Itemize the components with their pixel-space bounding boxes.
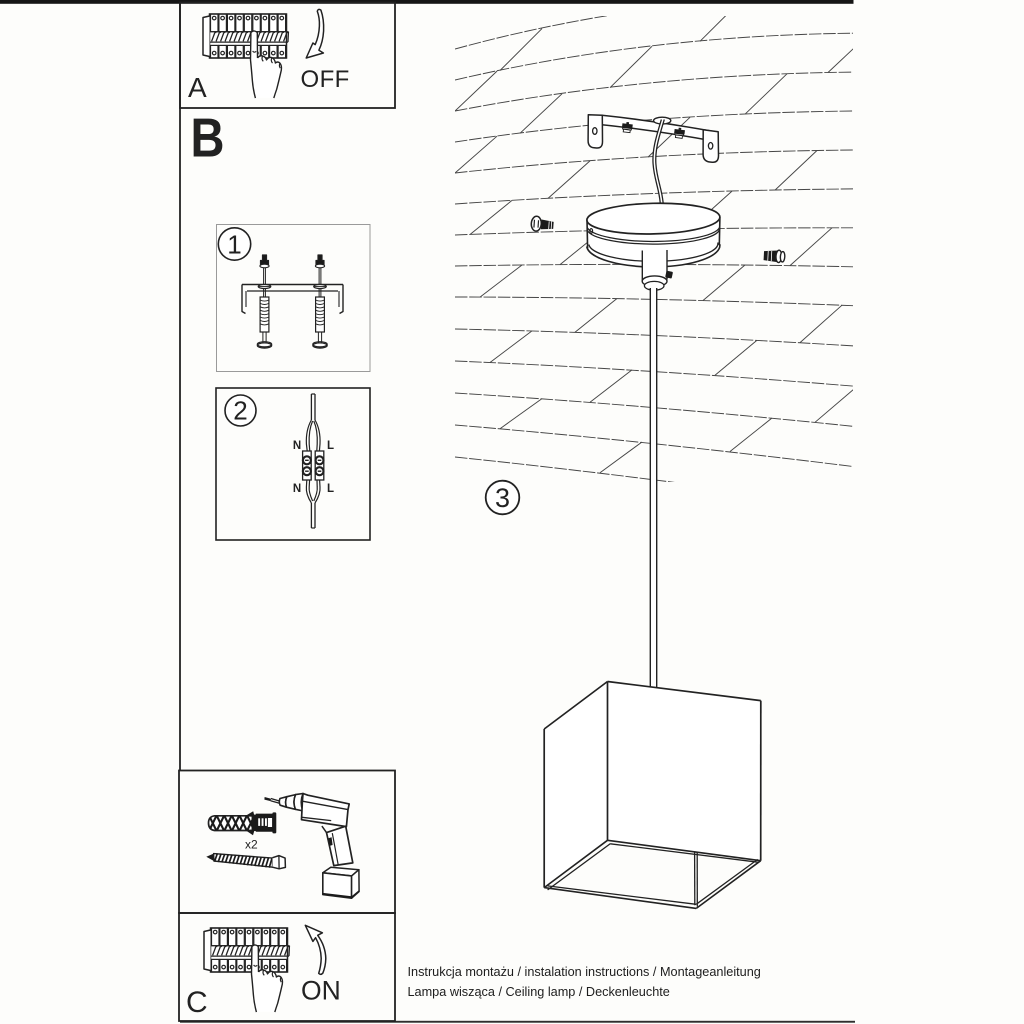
- svg-text:A: A: [188, 72, 207, 103]
- svg-text:B: B: [191, 107, 225, 169]
- svg-text:x2: x2: [245, 837, 258, 851]
- svg-text:L: L: [327, 440, 334, 452]
- svg-text:ON: ON: [301, 976, 341, 1006]
- svg-text:2: 2: [233, 396, 247, 426]
- svg-text:C: C: [186, 986, 208, 1019]
- svg-text:Instrukcja montażu / instalati: Instrukcja montażu / instalation instruc…: [408, 965, 761, 979]
- svg-text:N: N: [293, 483, 301, 495]
- svg-text:N: N: [293, 440, 301, 452]
- svg-text:3: 3: [495, 483, 510, 513]
- svg-text:Lampa wisząca / Ceiling lamp /: Lampa wisząca / Ceiling lamp / Deckenleu…: [408, 985, 670, 999]
- svg-text:OFF: OFF: [301, 66, 350, 93]
- svg-text:L: L: [327, 483, 334, 495]
- svg-text:1: 1: [227, 230, 241, 260]
